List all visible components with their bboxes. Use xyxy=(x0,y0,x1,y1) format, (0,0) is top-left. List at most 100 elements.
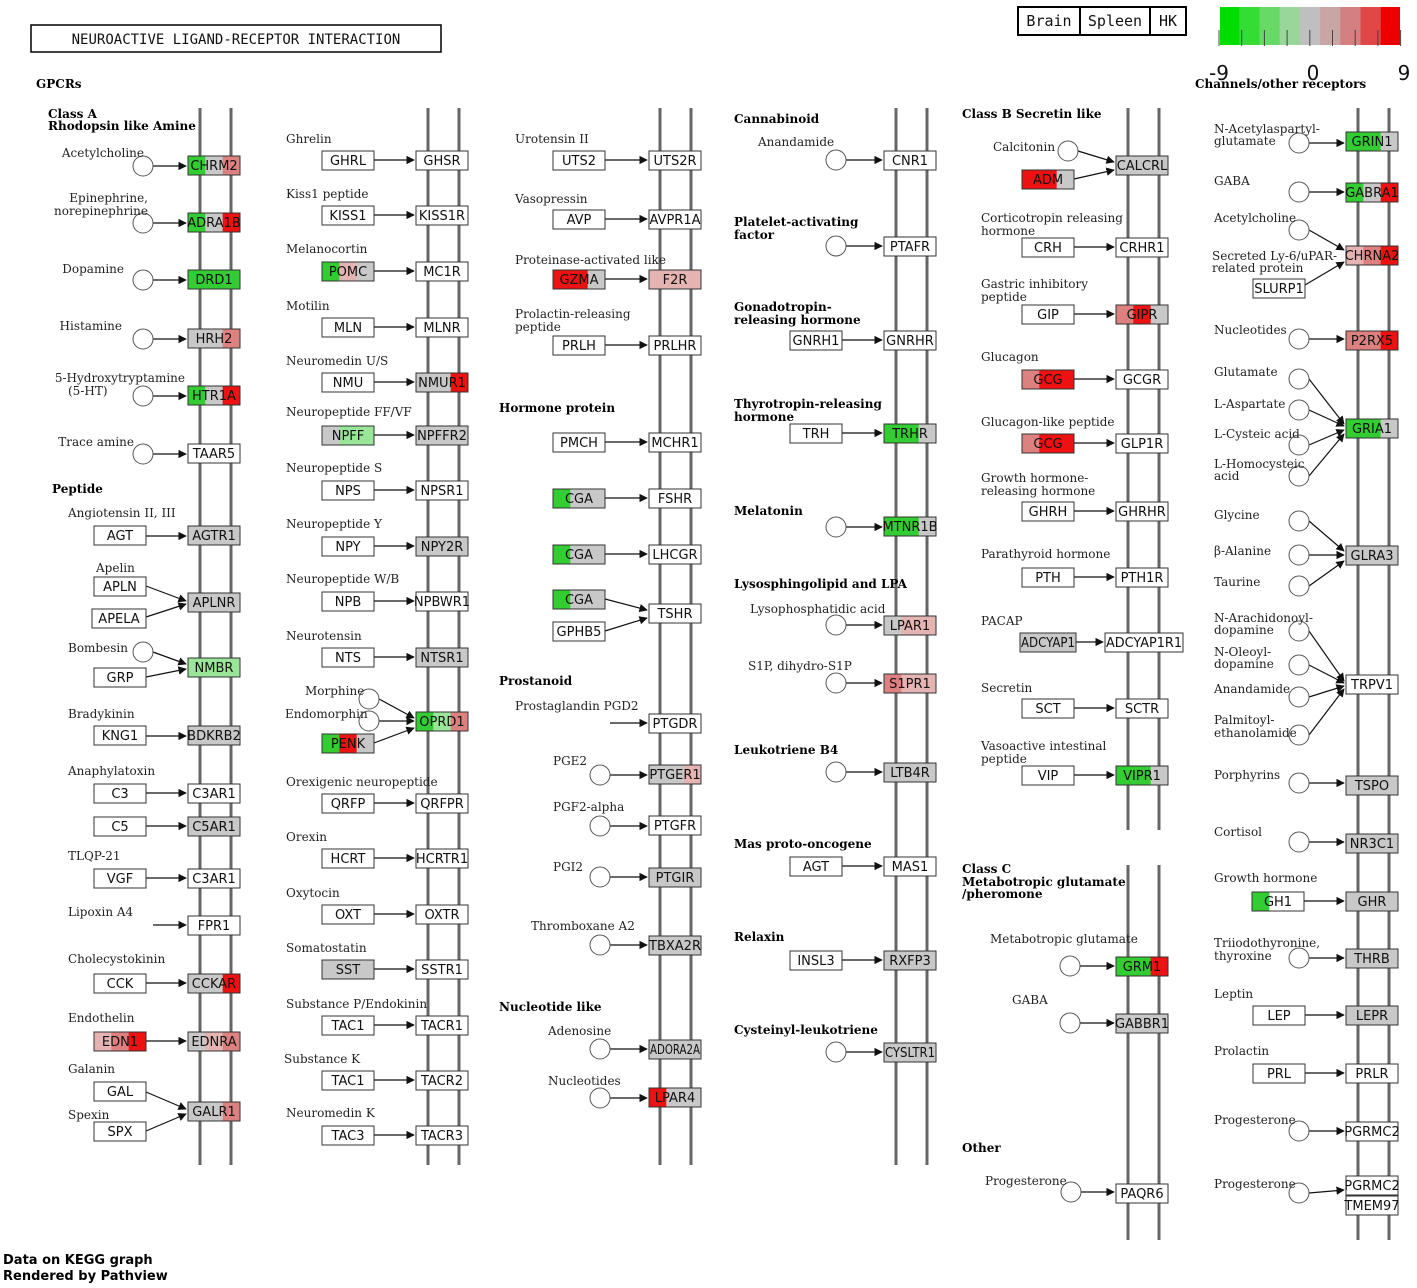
gene-tac1[interactable]: TAC1 xyxy=(321,1015,375,1036)
compound-node[interactable] xyxy=(132,641,154,663)
compound-node[interactable] xyxy=(1288,575,1310,597)
compound-node[interactable] xyxy=(1288,1120,1310,1142)
compound-node[interactable] xyxy=(1288,1182,1310,1204)
compound-node[interactable] xyxy=(589,815,611,837)
gene-tbxa2r[interactable]: TBXA2R xyxy=(648,935,702,956)
compound-node[interactable] xyxy=(132,385,154,407)
gene-prlhr[interactable]: PRLHR xyxy=(648,335,702,356)
gene-gabbr1[interactable]: GABBR1 xyxy=(1115,1013,1169,1034)
compound-node[interactable] xyxy=(589,866,611,888)
gene-gh1[interactable]: GH1 xyxy=(1251,891,1305,912)
gene-c5ar1[interactable]: C5AR1 xyxy=(187,816,241,837)
gene-grm1[interactable]: GRM1 xyxy=(1115,956,1169,977)
gene-chrm2[interactable]: CHRM2 xyxy=(187,155,241,176)
gene-p2rx5[interactable]: P2RX5 xyxy=(1345,330,1399,351)
gene-pmch[interactable]: PMCH xyxy=(552,432,606,453)
gene-slurp1[interactable]: SLURP1 xyxy=(1252,278,1306,299)
gene-adcyap1r1[interactable]: ADCYAP1R1 xyxy=(1104,632,1184,653)
gene-cckar[interactable]: CCKAR xyxy=(187,973,241,994)
compound-node[interactable] xyxy=(1288,620,1310,642)
gene-edn1[interactable]: EDN1 xyxy=(93,1031,147,1052)
gene-npsr1[interactable]: NPSR1 xyxy=(415,480,469,501)
compound-node[interactable] xyxy=(1288,654,1310,676)
gene-mln[interactable]: MLN xyxy=(321,317,375,338)
gene-trhr[interactable]: TRHR xyxy=(883,423,937,444)
gene-agt[interactable]: AGT xyxy=(93,525,147,546)
gene-lpar4[interactable]: LPAR4 xyxy=(648,1087,702,1108)
compound-node[interactable] xyxy=(825,761,847,783)
gene-npff[interactable]: NPFF xyxy=(321,425,375,446)
compound-node[interactable] xyxy=(1288,181,1310,203)
gene-chrna2[interactable]: CHRNA2 xyxy=(1345,245,1400,266)
gene-htr1a[interactable]: HTR1A xyxy=(187,385,241,406)
gene-ednra[interactable]: EDNRA xyxy=(187,1031,241,1052)
gene-adra1b[interactable]: ADRA1B xyxy=(187,212,241,233)
gene-pgrmc2[interactable]: PGRMC2 xyxy=(1344,1175,1400,1196)
gene-gal[interactable]: GAL xyxy=(93,1081,147,1102)
gene-avpr1a[interactable]: AVPR1A xyxy=(648,209,702,230)
compound-node[interactable] xyxy=(1288,686,1310,708)
compound-node[interactable] xyxy=(1288,465,1310,487)
gene-cga[interactable]: CGA xyxy=(552,544,606,565)
compound-node[interactable] xyxy=(358,688,380,710)
gene-ghrl[interactable]: GHRL xyxy=(321,150,375,171)
gene-tmem97[interactable]: TMEM97 xyxy=(1343,1195,1400,1216)
gene-tspo[interactable]: TSPO xyxy=(1345,775,1399,796)
gene-glra3[interactable]: GLRA3 xyxy=(1345,545,1399,566)
gene-trh[interactable]: TRH xyxy=(789,423,843,444)
gene-c3ar1[interactable]: C3AR1 xyxy=(187,868,241,889)
gene-ntsr1[interactable]: NTSR1 xyxy=(415,647,469,668)
gene-hcrt[interactable]: HCRT xyxy=(321,848,375,869)
gene-insl3[interactable]: INSL3 xyxy=(789,950,843,971)
gene-uts2r[interactable]: UTS2R xyxy=(648,150,702,171)
gene-nmur1[interactable]: NMUR1 xyxy=(415,372,469,393)
gene-galr1[interactable]: GALR1 xyxy=(187,1101,241,1122)
gene-prlh[interactable]: PRLH xyxy=(552,335,606,356)
compound-node[interactable] xyxy=(825,672,847,694)
gene-bdkrb2[interactable]: BDKRB2 xyxy=(187,725,241,746)
gene-mas1[interactable]: MAS1 xyxy=(883,856,937,877)
gene-c3[interactable]: C3 xyxy=(93,783,147,804)
compound-node[interactable] xyxy=(825,1041,847,1063)
gene-grin1[interactable]: GRIN1 xyxy=(1345,131,1399,152)
gene-gzma[interactable]: GZMA xyxy=(552,269,606,290)
gene-c3ar1[interactable]: C3AR1 xyxy=(187,783,241,804)
gene-ghr[interactable]: GHR xyxy=(1345,891,1399,912)
gene-gcg[interactable]: GCG xyxy=(1021,369,1075,390)
gene-npffr2[interactable]: NPFFR2 xyxy=(415,425,469,446)
gene-tshr[interactable]: TSHR xyxy=(648,603,702,624)
compound-node[interactable] xyxy=(358,710,380,732)
compound-node[interactable] xyxy=(1288,772,1310,794)
gene-lep[interactable]: LEP xyxy=(1252,1005,1306,1026)
gene-lpar1[interactable]: LPAR1 xyxy=(883,615,937,636)
compound-node[interactable] xyxy=(1288,724,1310,746)
gene-fpr1[interactable]: FPR1 xyxy=(187,915,241,936)
compound-node[interactable] xyxy=(1288,434,1310,456)
gene-gabra1[interactable]: GABRA1 xyxy=(1345,182,1399,203)
gene-tac3[interactable]: TAC3 xyxy=(321,1125,375,1146)
gene-agtr1[interactable]: AGTR1 xyxy=(187,525,241,546)
compound-node[interactable] xyxy=(1288,328,1310,350)
gene-nmu[interactable]: NMU xyxy=(321,372,375,393)
gene-glp1r[interactable]: GLP1R xyxy=(1115,433,1169,454)
compound-node[interactable] xyxy=(1059,955,1081,977)
gene-gip[interactable]: GIP xyxy=(1021,304,1075,325)
gene-cga[interactable]: CGA xyxy=(552,589,606,610)
gene-kng1[interactable]: KNG1 xyxy=(93,725,147,746)
gene-ltb4r[interactable]: LTB4R xyxy=(883,762,937,783)
compound-node[interactable] xyxy=(1288,544,1310,566)
gene-adora2a[interactable]: ADORA2A xyxy=(648,1039,702,1060)
compound-node[interactable] xyxy=(1288,399,1310,421)
gene-apln[interactable]: APLN xyxy=(93,576,147,597)
gene-gcg[interactable]: GCG xyxy=(1021,433,1075,454)
gene-ptgdr[interactable]: PTGDR xyxy=(648,713,702,734)
compound-node[interactable] xyxy=(132,328,154,350)
gene-mtnr1b[interactable]: MTNR1B xyxy=(882,516,938,537)
compound-node[interactable] xyxy=(132,443,154,465)
gene-c5[interactable]: C5 xyxy=(93,816,147,837)
compound-node[interactable] xyxy=(589,934,611,956)
gene-gnrh1[interactable]: GNRH1 xyxy=(789,330,843,351)
gene-cysltr1[interactable]: CYSLTR1 xyxy=(883,1042,937,1063)
gene-nmbr[interactable]: NMBR xyxy=(187,657,241,678)
gene-fshr[interactable]: FSHR xyxy=(648,488,702,509)
